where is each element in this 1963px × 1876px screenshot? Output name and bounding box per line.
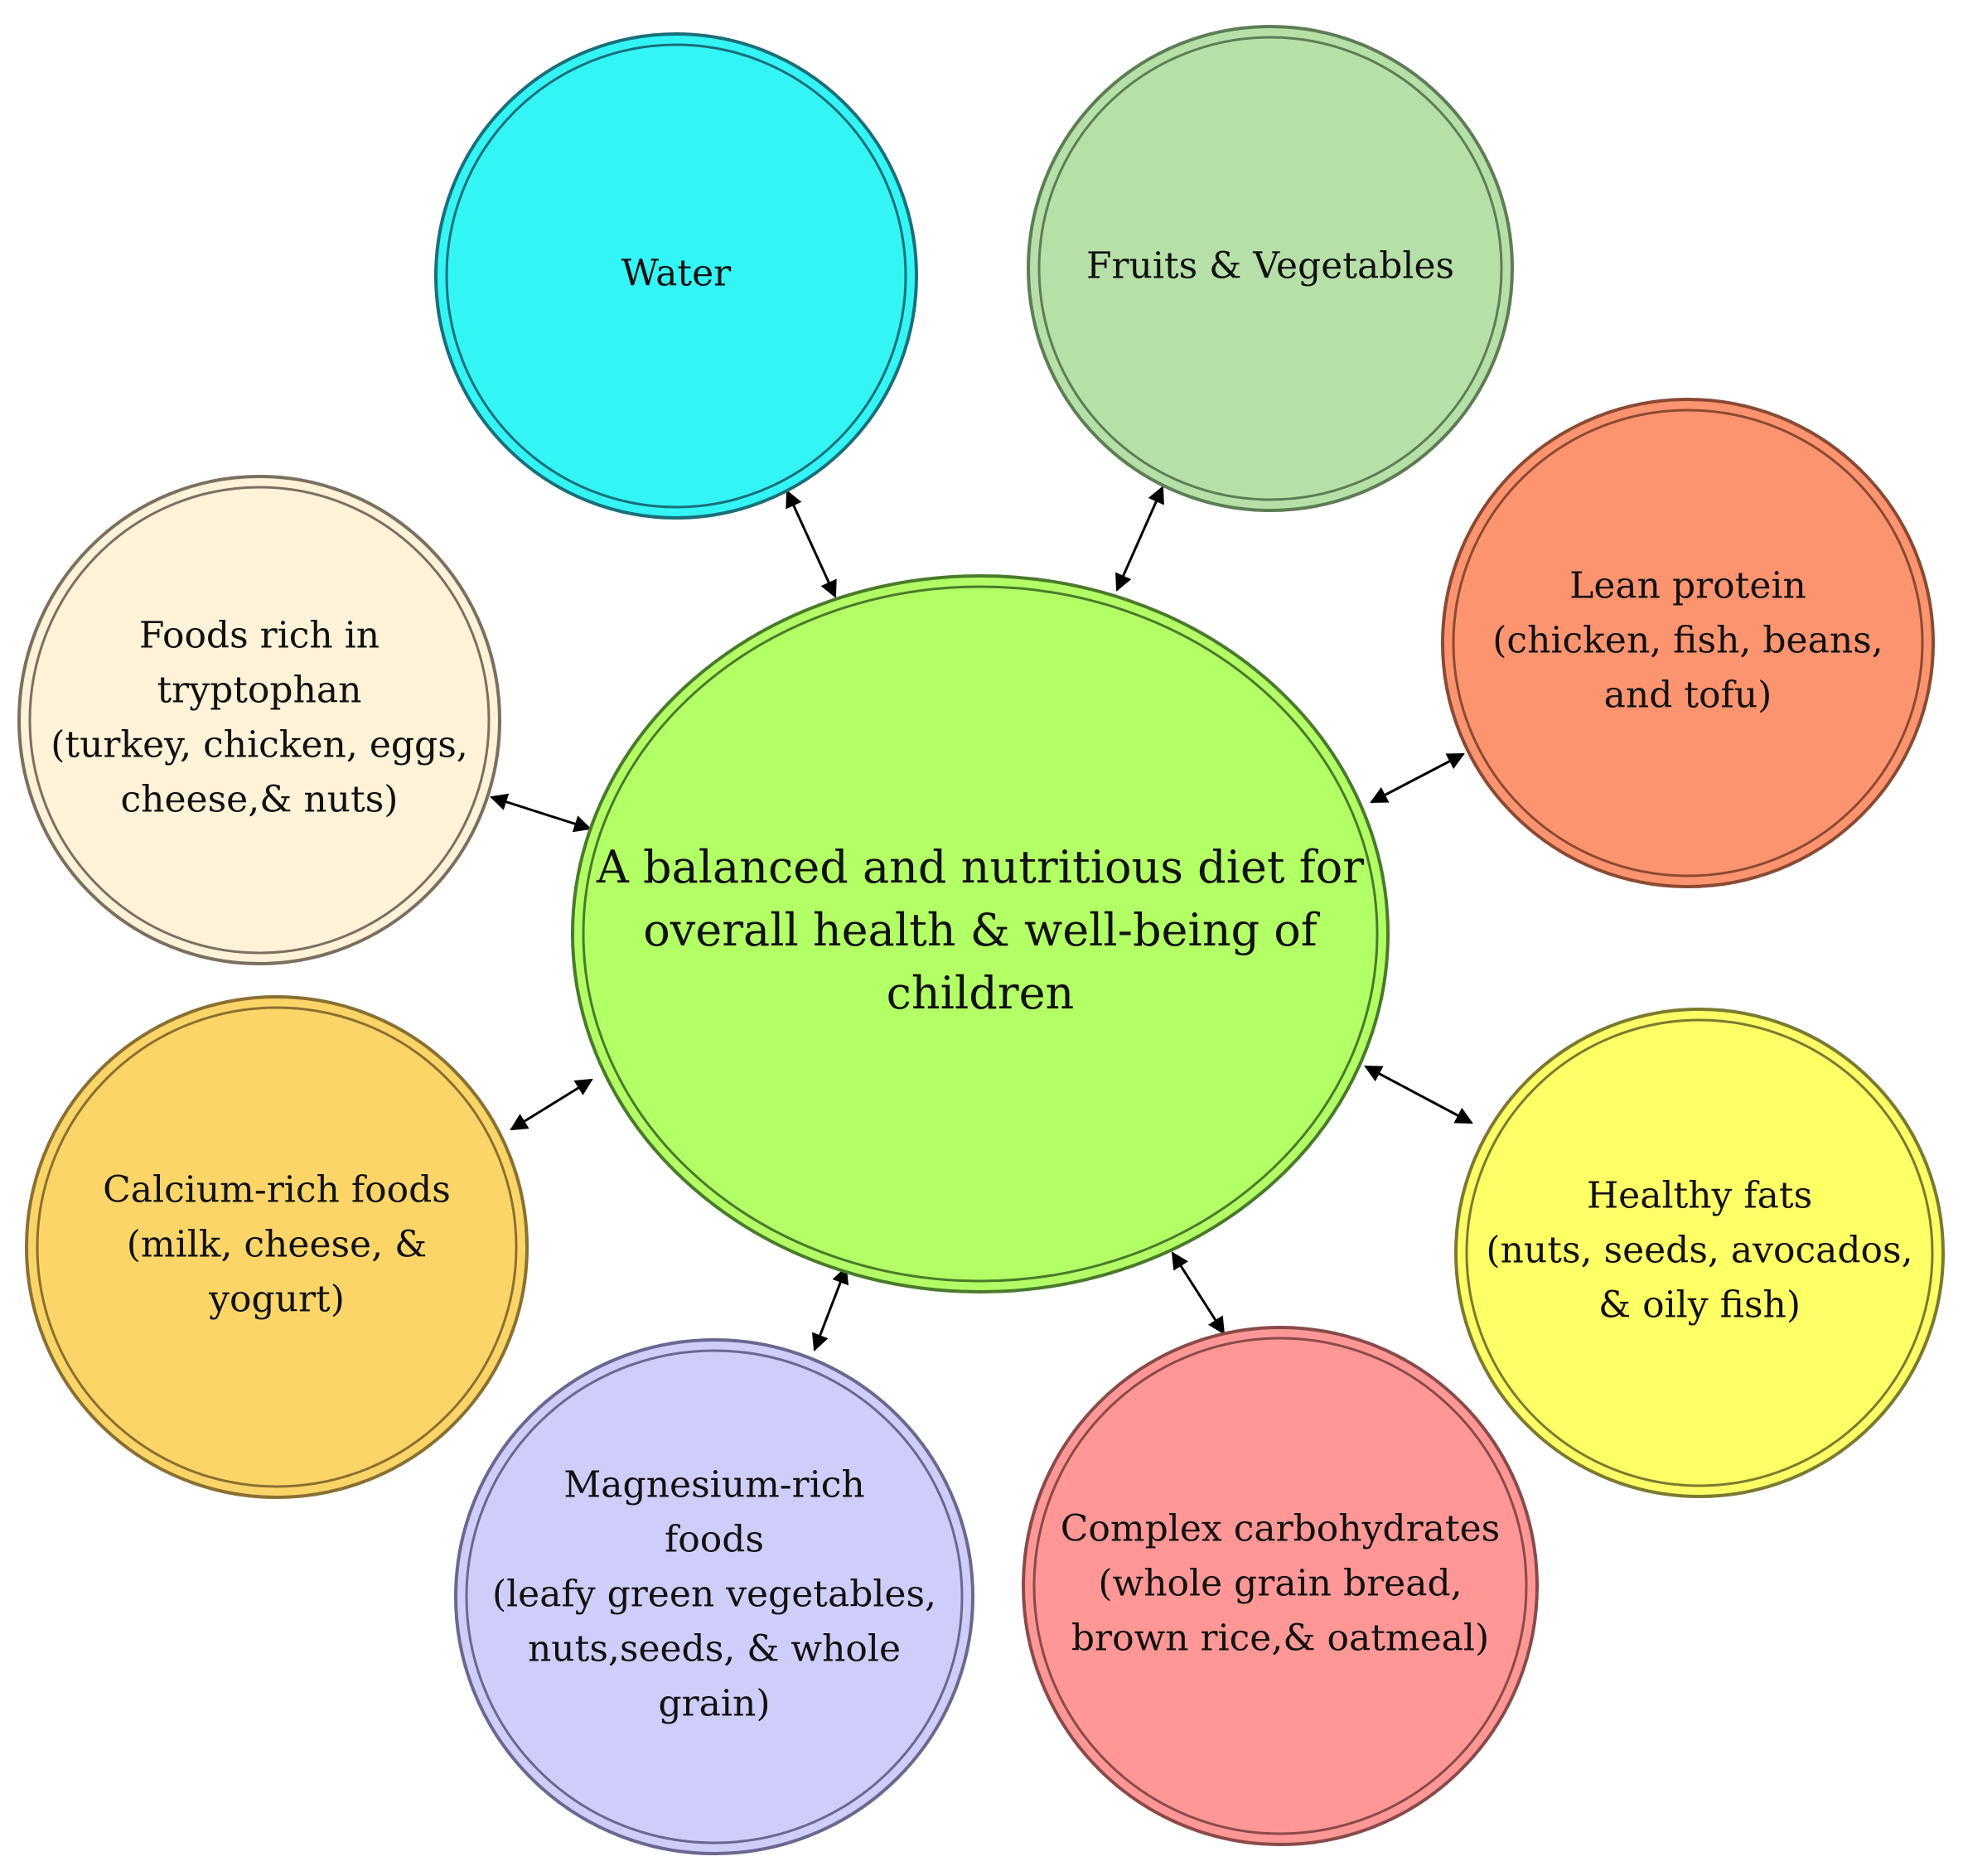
node-layer: A balanced and nutritious diet for overal…	[17, 25, 1945, 1855]
node-center-inner-ring	[582, 585, 1379, 1283]
node-complex-carbohydrates: Complex carbohydrates (whole grain bread,…	[1022, 1326, 1539, 1846]
node-healthy-fats-label-line: Healthy fats	[1587, 1175, 1812, 1217]
node-foods-rich-in-tryptophan-outer-ring	[17, 475, 501, 965]
node-complex-carbohydrates-outer-ring	[1022, 1326, 1539, 1846]
connector-fruits-vegetables	[1115, 486, 1164, 592]
node-magnesium-rich-foods-label-line: (leafy green vegetables,	[492, 1574, 936, 1616]
node-complex-carbohydrates-label-line: (whole grain bread,	[1098, 1563, 1462, 1605]
connector-foods-rich-in-tryptophan	[489, 793, 592, 833]
node-foods-rich-in-tryptophan: Foods rich in tryptophan (turkey, chicken,…	[17, 475, 501, 965]
node-healthy-fats: Healthy fats (nuts, seeds, avocados, & oil…	[1454, 1008, 1945, 1498]
node-magnesium-rich-foods-label-line: nuts,seeds, & whole	[528, 1628, 901, 1671]
node-foods-rich-in-tryptophan-label-line: (turkey, chicken, eggs,	[51, 724, 468, 766]
node-center-outer-ring	[571, 574, 1390, 1293]
connector-layer	[489, 486, 1473, 1351]
node-lean-protein-label-line: (chicken, fish, beans,	[1492, 620, 1883, 662]
node-healthy-fats-label-line: (nuts, seeds, avocados,	[1486, 1230, 1912, 1272]
node-magnesium-rich-foods-label-line: foods	[665, 1519, 764, 1561]
node-magnesium-rich-foods-label-line: Magnesium-rich	[563, 1464, 865, 1506]
node-center-label-line: overall health & well-being of	[643, 904, 1321, 956]
node-magnesium-rich-foods-outer-ring	[454, 1338, 974, 1855]
node-foods-rich-in-tryptophan-inner-ring	[28, 486, 491, 955]
node-lean-protein-inner-ring	[1452, 409, 1924, 878]
node-water: Water	[434, 32, 918, 520]
connector-water	[786, 490, 837, 598]
node-fruits-vegetables-label-line: Fruits & Vegetables	[1086, 245, 1454, 288]
node-lean-protein-outer-ring	[1441, 398, 1935, 888]
node-healthy-fats-outer-ring	[1454, 1008, 1945, 1498]
node-water-outer-ring	[434, 32, 918, 520]
node-magnesium-rich-foods-inner-ring	[465, 1349, 964, 1845]
connector-healthy-fats	[1364, 1065, 1473, 1124]
node-fruits-vegetables: Fruits & Vegetables	[1027, 25, 1514, 512]
connector-magnesium-rich-foods	[811, 1266, 849, 1351]
node-foods-rich-in-tryptophan-label-line: Foods rich in	[139, 615, 380, 657]
node-calcium-rich-foods-label-line: Calcium-rich foods	[103, 1169, 451, 1211]
node-center-label-line: A balanced and nutritious diet for	[596, 841, 1364, 893]
node-calcium-rich-foods: Calcium-rich foods (milk, cheese, & yogurt…	[25, 995, 529, 1499]
node-complex-carbohydrates-inner-ring	[1032, 1337, 1528, 1835]
node-calcium-rich-foods-inner-ring	[36, 1006, 518, 1488]
node-center-label-line: children	[887, 967, 1075, 1019]
node-lean-protein-label-line: and tofu)	[1604, 674, 1772, 717]
node-complex-carbohydrates-label-line: brown rice,& oatmeal)	[1071, 1617, 1489, 1660]
connector-complex-carbohydrates	[1171, 1251, 1226, 1335]
connector-lean-protein	[1370, 752, 1465, 804]
node-lean-protein: Lean protein (chicken, fish, beans, and to…	[1441, 398, 1935, 888]
node-foods-rich-in-tryptophan-label-line: cheese,& nuts)	[121, 779, 399, 821]
node-healthy-fats-inner-ring	[1465, 1018, 1934, 1487]
node-calcium-rich-foods-label-line: (milk, cheese, &	[127, 1224, 427, 1266]
node-center: A balanced and nutritious diet for overal…	[571, 574, 1390, 1293]
node-fruits-vegetables-inner-ring	[1037, 36, 1503, 501]
connector-calcium-rich-foods	[510, 1078, 593, 1131]
node-calcium-rich-foods-label-line: yogurt)	[208, 1279, 345, 1321]
node-lean-protein-label-line: Lean protein	[1569, 565, 1806, 607]
node-magnesium-rich-foods: Magnesium-rich foods (leafy green vegetabl…	[454, 1338, 974, 1855]
node-calcium-rich-foods-outer-ring	[25, 995, 529, 1499]
node-water-label-line: Water	[621, 253, 732, 295]
node-complex-carbohydrates-label-line: Complex carbohydrates	[1061, 1508, 1500, 1550]
node-foods-rich-in-tryptophan-label-line: tryptophan	[157, 670, 362, 712]
node-healthy-fats-label-line: & oily fish)	[1598, 1284, 1801, 1327]
node-water-inner-ring	[445, 43, 907, 509]
node-fruits-vegetables-outer-ring	[1027, 25, 1514, 512]
node-magnesium-rich-foods-label-line: grain)	[658, 1683, 770, 1725]
